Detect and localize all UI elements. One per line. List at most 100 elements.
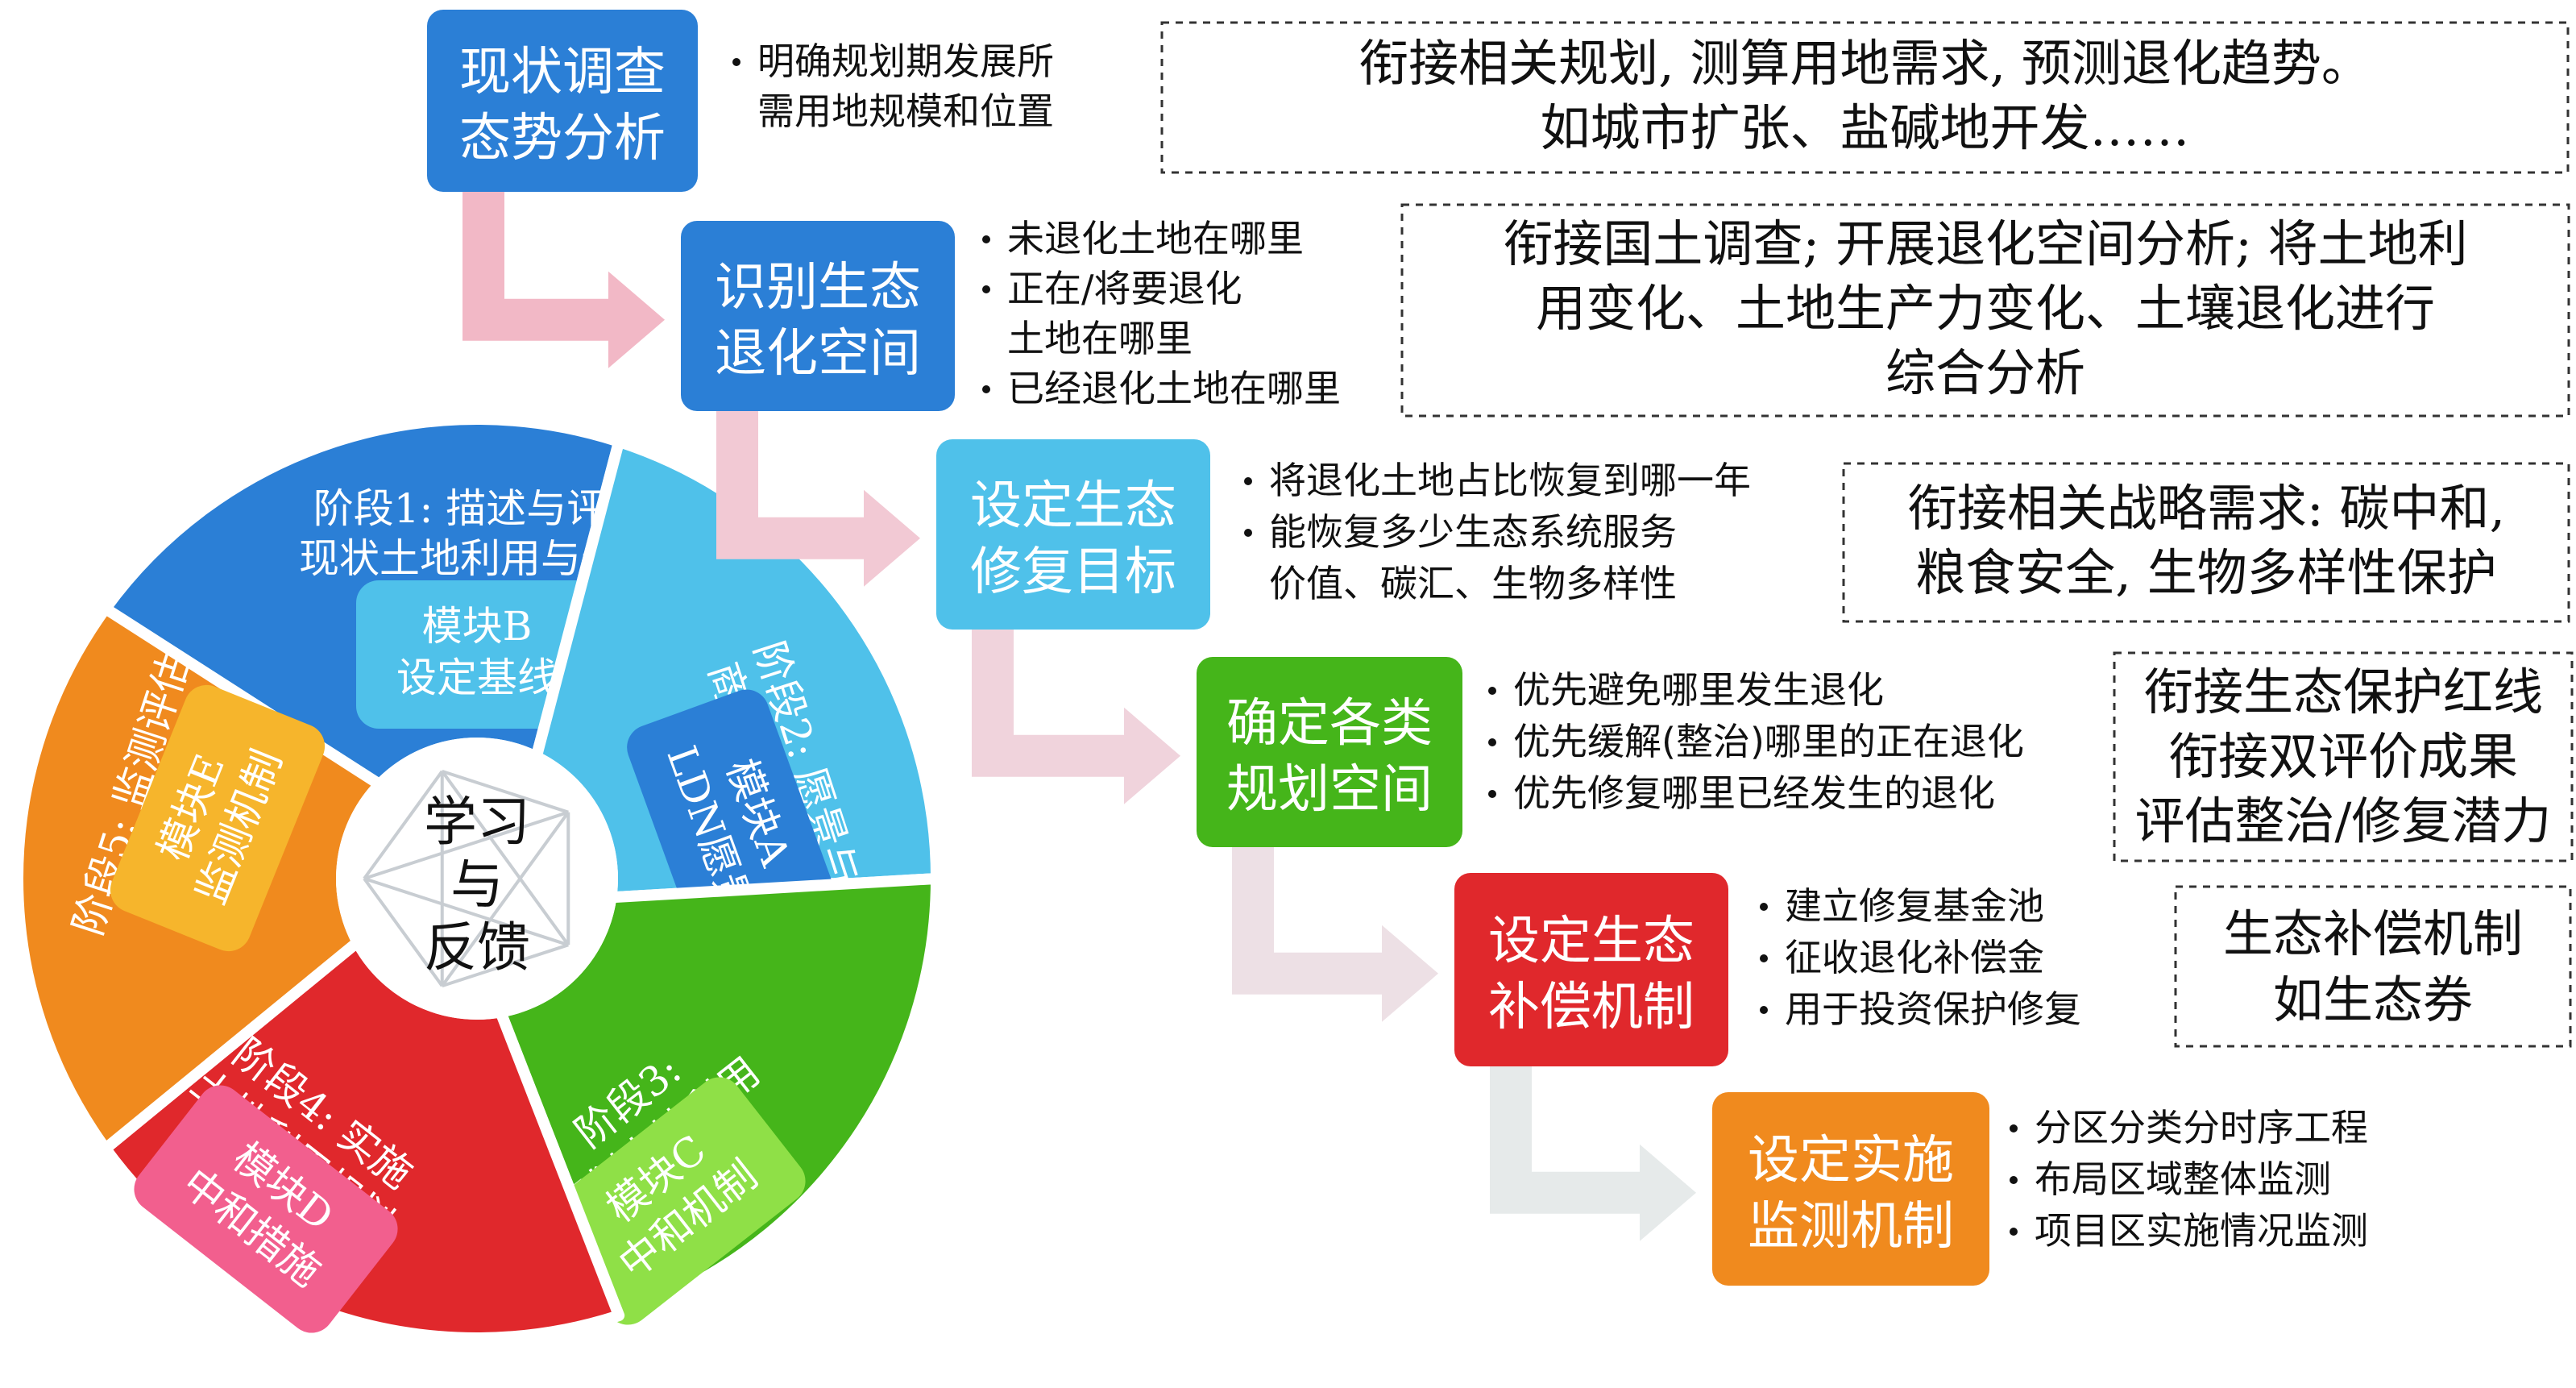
flow-arrow [1490, 1066, 1696, 1241]
bullet-text: 明确规划期发展所 [757, 39, 1054, 83]
note-text: 生态补偿机制 [2223, 904, 2523, 963]
bullet-text: 土地在哪里 [1007, 317, 1193, 360]
center-label: 与 [450, 854, 504, 916]
bullet-dot [1244, 477, 1252, 485]
bullet-dot [1488, 790, 1496, 798]
note-text: 如生态券 [2273, 970, 2473, 1029]
bullet-text: 用于投资保护修复 [1785, 987, 2081, 1031]
bullet-dot [1760, 1006, 1768, 1014]
bullet-dot [2010, 1124, 2018, 1132]
step-box [936, 439, 1210, 630]
feedback-arrow [441, 811, 570, 987]
bullet-text: 已经退化土地在哪里 [1007, 367, 1341, 410]
step-box-label: 设定实施 [1748, 1131, 1954, 1191]
bullet-text: 能恢复多少生态系统服务 [1269, 510, 1677, 554]
bullet-dot [1760, 954, 1768, 962]
bullet-dot [982, 285, 990, 293]
center-label: 学习 [424, 791, 530, 853]
bullet-dot [982, 385, 990, 393]
feedback-arrow [363, 810, 569, 880]
step-box-label: 设定生态 [1488, 912, 1695, 971]
step-box-label: 识别生态 [715, 258, 921, 318]
note-box [1400, 203, 2570, 418]
module-box-line: 模块B [422, 603, 533, 650]
module-box-bg [110, 684, 326, 952]
bullet-text: 将退化土地占比恢复到哪一年 [1269, 459, 1751, 502]
note-text: 衔接双评价成果 [2168, 727, 2518, 786]
bullet-dot [732, 58, 740, 66]
bullet-dot [2010, 1228, 2018, 1236]
step-box-label: 修复目标 [970, 542, 1176, 602]
step-box-label: 监测机制 [1748, 1197, 1954, 1257]
bullet-text: 优先修复哪里已经发生的退化 [1513, 771, 1995, 815]
module-box-bg [541, 1077, 806, 1325]
bullet-text: 正在/将要退化 [1007, 267, 1242, 310]
flow-arrow [463, 192, 665, 368]
flow-arrow [972, 630, 1180, 804]
note-text: 衔接相关战略需求: 碳中和, [1907, 479, 2505, 538]
step-box-label: 态势分析 [459, 109, 666, 168]
step-box-label: 规划空间 [1226, 760, 1433, 820]
feedback-arrow [442, 943, 569, 988]
step-box [1454, 873, 1728, 1066]
note-text: 如城市扩张、盐碱地开发…… [1540, 98, 2189, 157]
bullet-text: 布局区域整体监测 [2035, 1157, 2331, 1201]
step-box [681, 221, 955, 411]
note-text: 综合分析 [1885, 343, 2085, 402]
flow-arrow [716, 411, 920, 587]
feedback-arrow [363, 877, 569, 947]
wheel-segment-stage3: 阶段3:规划土地利用模块C中和机制 [495, 873, 942, 1325]
bullet-text: 优先缓解(整治)哪里的正在退化 [1513, 720, 2024, 763]
bullet-text: 项目区实施情况监测 [2035, 1209, 2368, 1253]
step-box-label: 补偿机制 [1488, 978, 1695, 1037]
bullet-text: 需用地规模和位置 [757, 89, 1054, 133]
center-label: 反馈 [424, 916, 530, 979]
feedback-arrow [441, 770, 570, 946]
step-box [1712, 1092, 1989, 1286]
note-box [1842, 462, 2570, 623]
step-box [427, 10, 698, 192]
bullet-text: 价值、碳汇、生物多样性 [1269, 562, 1677, 605]
step-box-label: 确定各类 [1226, 694, 1433, 754]
feedback-arrow [363, 770, 444, 880]
step-box-label: 退化空间 [715, 324, 921, 384]
feedback-arrow [442, 769, 569, 814]
note-box [2113, 651, 2574, 862]
note-text: 衔接相关规划, 测算用地需求, 预测退化趋势。 [1359, 34, 2371, 93]
bullet-dot [1488, 687, 1496, 695]
module-box-bg [134, 1085, 398, 1333]
bullet-text: 征收退化补偿金 [1785, 936, 2044, 979]
module-box-bg [356, 580, 598, 729]
flow-arrow [1232, 847, 1438, 1022]
bullet-dot [2010, 1176, 2018, 1184]
bullet-text: 未退化土地在哪里 [1007, 217, 1304, 260]
bullet-dot [982, 235, 990, 243]
bullet-text: 优先避免哪里发生退化 [1513, 668, 1884, 712]
note-box [2174, 885, 2572, 1048]
module-box: 模块B 设定基线 [356, 580, 598, 729]
note-text: 评估整治/修复潜力 [2135, 792, 2552, 850]
feedback-arrows [363, 769, 570, 988]
module-box-line: 设定基线 [396, 655, 558, 701]
note-text: 粮食安全, 生物多样性保护 [1915, 543, 2496, 602]
bullet-text: 分区分类分时序工程 [2035, 1106, 2368, 1149]
bullet-text: 建立修复基金池 [1785, 884, 2044, 928]
bullet-dot [1760, 903, 1768, 911]
bullet-dot [1244, 529, 1252, 537]
note-box [1160, 21, 2570, 174]
note-text: 衔接国土调查; 开展退化空间分析; 将土地利 [1503, 214, 2467, 273]
step-box-label: 设定生态 [970, 476, 1176, 536]
step-box-label: 现状调查 [459, 43, 666, 102]
center-hub [336, 738, 618, 1020]
step-box [1197, 657, 1462, 847]
